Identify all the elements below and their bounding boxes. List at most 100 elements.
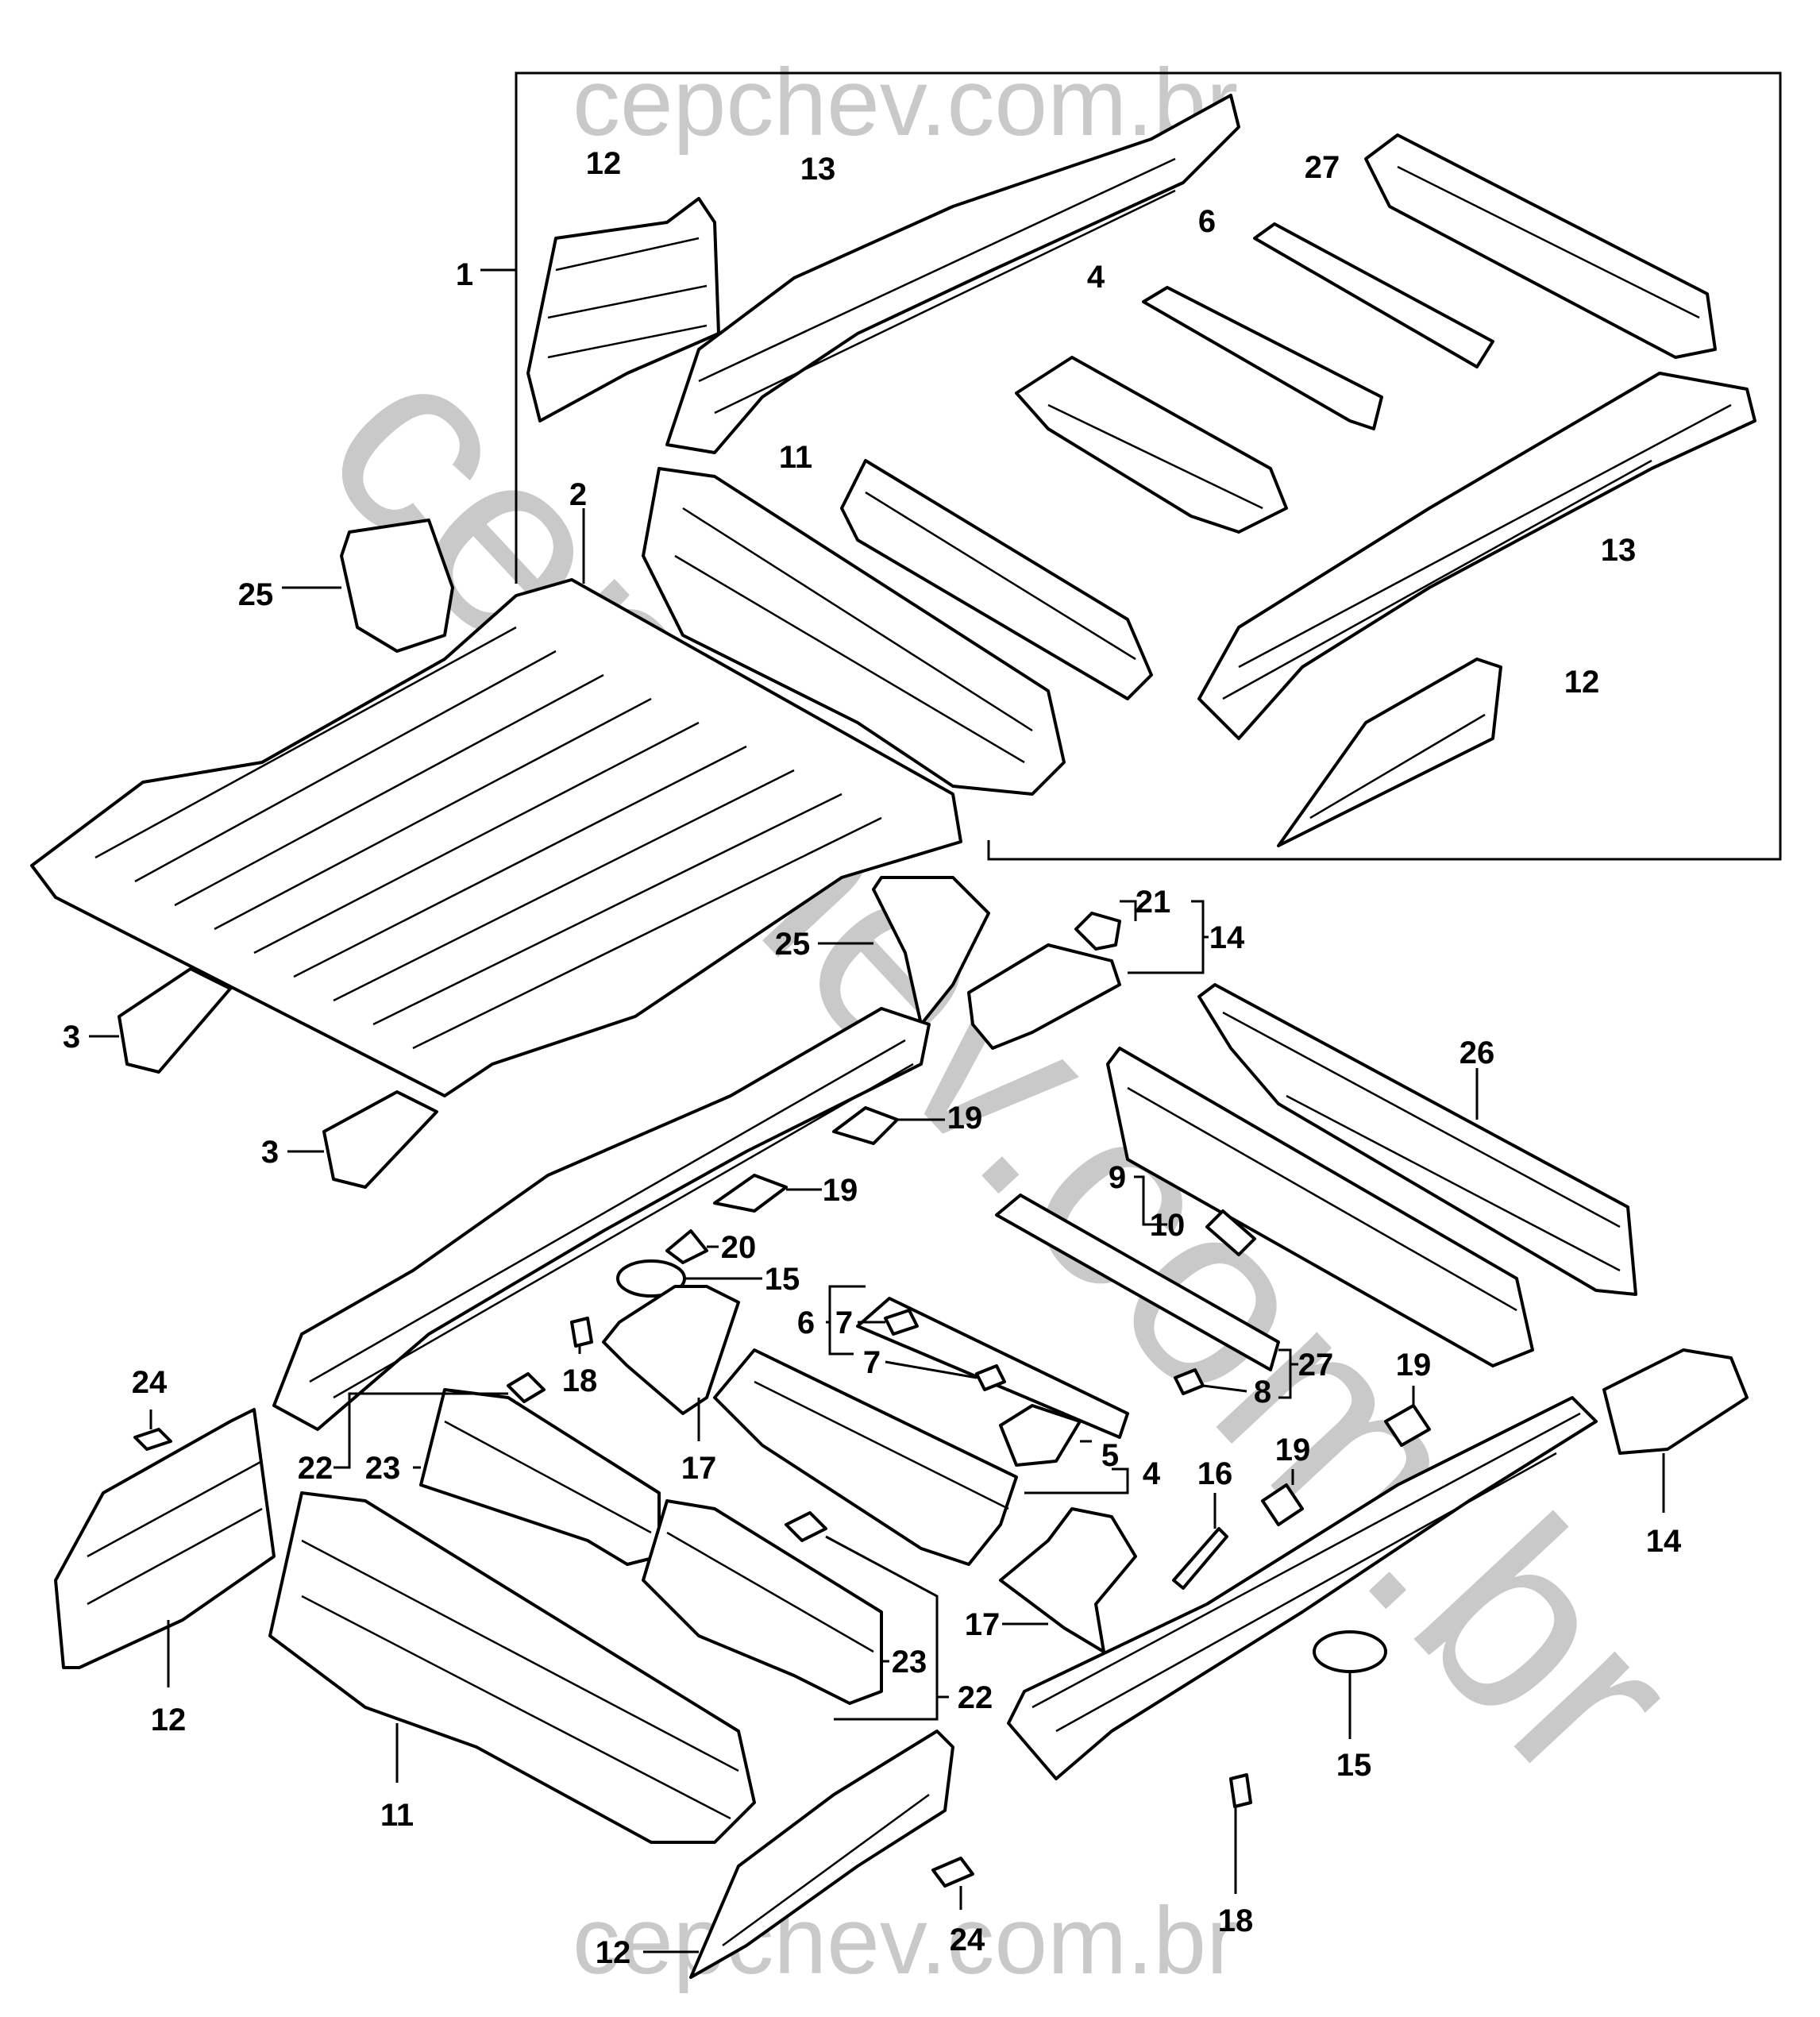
part-4-upper-crossmember — [1015, 356, 1288, 534]
callout-3: 3 — [261, 1135, 279, 1170]
upper-assembly — [526, 94, 1756, 847]
part-11-lower-panel — [268, 1491, 756, 1844]
callout-12: 12 — [586, 146, 622, 181]
callout-27: 27 — [1298, 1348, 1334, 1383]
callout-19: 19 — [947, 1101, 983, 1136]
callout-25: 25 — [775, 927, 811, 962]
callout-6: 6 — [1198, 204, 1216, 239]
callout-7: 7 — [863, 1345, 881, 1380]
callout-17: 17 — [965, 1607, 1001, 1642]
callout-8: 8 — [1254, 1375, 1271, 1410]
part-24-clip-lower — [931, 1857, 974, 1888]
callout-15: 15 — [1336, 1748, 1372, 1783]
part-22-bracket-upper — [507, 1372, 546, 1403]
part-19-clip-d — [1261, 1483, 1304, 1526]
part-2-floor-panel — [30, 578, 962, 1097]
part-26-rear-crossmember — [1197, 983, 1637, 1296]
callout-3: 3 — [63, 1020, 80, 1055]
callout-17: 17 — [681, 1451, 717, 1486]
watermark-top: cepchev.com.br — [573, 49, 1238, 156]
part-21-clip — [1074, 912, 1121, 951]
part-14-upper-bracket — [967, 943, 1121, 1050]
part-15-washer-lower — [1313, 1630, 1387, 1673]
callout-2: 2 — [569, 477, 587, 512]
callout-15: 15 — [765, 1262, 800, 1297]
callout-26: 26 — [1459, 1035, 1495, 1070]
callout-19: 19 — [1396, 1348, 1432, 1383]
part-18-stud-upper — [570, 1317, 593, 1348]
part-12-lower-left — [54, 1408, 276, 1669]
part-23-panel-lower — [642, 1499, 883, 1705]
part-lower-right-rail — [1007, 1396, 1598, 1780]
part-25-lower-bracket — [872, 876, 990, 1026]
callout-12: 12 — [151, 1703, 187, 1737]
callout-19: 19 — [823, 1173, 858, 1208]
part-17-lower-bracket — [999, 1507, 1137, 1653]
callout-18: 18 — [1218, 1903, 1254, 1938]
callout-12: 12 — [1564, 665, 1600, 700]
part-14-lower-bracket — [1602, 1348, 1749, 1455]
part-upper-right-crossmember — [1364, 133, 1717, 359]
callout-23: 23 — [365, 1451, 401, 1486]
part-3-bracket-upper — [118, 967, 232, 1074]
part-4-lower-crossmember — [713, 1348, 1018, 1566]
part-lower-long-rail — [272, 1007, 931, 1431]
callout-5: 5 — [1101, 1438, 1119, 1473]
callout-4: 4 — [1087, 260, 1105, 295]
callout-14: 14 — [1209, 920, 1245, 955]
callout-14: 14 — [1646, 1524, 1682, 1559]
callout-11: 11 — [380, 1798, 414, 1833]
callout-11: 11 — [779, 440, 812, 475]
part-19-clip-c — [1384, 1404, 1431, 1447]
part-17-upper-bracket — [602, 1285, 740, 1415]
part-13-upper-rail — [665, 94, 1240, 454]
callout-25: 25 — [238, 577, 274, 612]
part-12-upper-right — [1277, 658, 1502, 847]
callout-23: 23 — [892, 1645, 927, 1680]
part-7-clip-b — [975, 1364, 1006, 1391]
callout-24: 24 — [950, 1923, 985, 1957]
watermark-bottom: cepchev.com.br — [573, 1888, 1238, 1994]
callout-6: 6 — [797, 1305, 815, 1340]
part-22-bracket-lower — [785, 1511, 827, 1542]
part-19-clip-b — [713, 1174, 788, 1213]
part-18-stud-lower — [1229, 1773, 1252, 1808]
assembly-frame — [515, 71, 1782, 861]
part-27-lower-crossmember — [995, 1194, 1280, 1371]
callout-22: 22 — [298, 1451, 334, 1486]
callout-13: 13 — [1601, 533, 1637, 568]
callout-21: 21 — [1136, 885, 1171, 920]
callout-22: 22 — [958, 1680, 993, 1715]
part-9-rear-panel — [1106, 1047, 1534, 1367]
callout-7: 7 — [835, 1305, 853, 1340]
callout-24: 24 — [132, 1365, 168, 1400]
part-7-clip-a — [884, 1309, 919, 1336]
part-13-upper-right-rail — [1197, 372, 1756, 740]
callout-13: 13 — [800, 152, 836, 187]
callout-20: 20 — [721, 1230, 757, 1265]
part-20-clip — [665, 1229, 708, 1264]
callout-19: 19 — [1275, 1433, 1311, 1467]
part-6-upper-crossmember — [1142, 286, 1383, 430]
part-16-rod — [1172, 1527, 1228, 1590]
callout-18: 18 — [562, 1363, 598, 1398]
part-12-upper-left — [526, 197, 720, 422]
callout-27: 27 — [1305, 150, 1340, 185]
part-10-bracket — [1205, 1209, 1256, 1256]
callout-10: 10 — [1150, 1208, 1186, 1243]
callout-12: 12 — [596, 1935, 631, 1970]
callout-4: 4 — [1143, 1456, 1161, 1491]
callout-16: 16 — [1197, 1456, 1233, 1491]
part-25-upper-bracket — [340, 519, 454, 653]
callout-1: 1 — [456, 257, 473, 292]
part-27-upper-crossmember — [1253, 222, 1494, 368]
part-upper-middle-panel — [840, 459, 1153, 700]
part-23-panel-upper — [419, 1388, 661, 1566]
callout-9: 9 — [1109, 1160, 1126, 1195]
part-12-lower-center — [689, 1730, 954, 1979]
part-24-clip-upper — [133, 1428, 172, 1451]
part-5-bracket — [999, 1404, 1082, 1467]
part-3-bracket-lower — [322, 1090, 438, 1189]
